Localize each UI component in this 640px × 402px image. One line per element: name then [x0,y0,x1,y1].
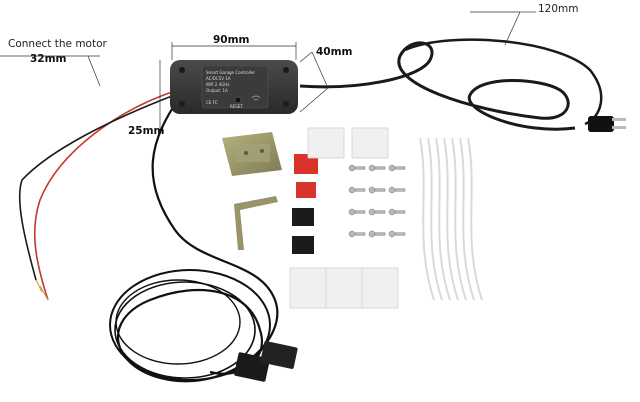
screw-shaft [354,210,366,214]
power-plug [588,116,626,132]
screw-head [388,208,396,216]
screw-shaft [394,210,406,214]
screw-head [388,230,396,238]
screw-head [388,164,396,172]
screw-shaft [374,232,386,236]
black-block [292,208,314,226]
label-depth: 40mm [316,46,353,58]
magnetic-sensor [234,341,298,382]
screw-shaft [394,188,406,192]
reset-label: RESET [230,104,243,109]
screw-shaft [374,210,386,214]
foam-pads [289,127,399,309]
cable-tie [467,137,483,301]
label-width: 90mm [213,34,250,46]
device-line2: Wifi 2.4GHz [206,82,229,87]
label-cord-length: 120mm [538,3,579,15]
power-cord [299,41,576,131]
cable-tie [451,137,467,301]
screw-shaft [354,232,366,236]
screws [348,164,406,238]
metal-clamp [222,132,282,176]
l-bracket [234,196,278,250]
wifi-icon [251,95,261,101]
sensor-cable [117,99,279,383]
cable-tie [443,137,459,301]
screw-shaft [354,188,366,192]
screw-head [388,186,396,194]
dimension-lines [0,11,536,128]
screw-head [368,186,376,194]
red-switch [296,182,316,198]
screw-shaft [394,232,406,236]
black-block [292,236,314,254]
screw-shaft [394,166,406,170]
screw-head [368,230,376,238]
label-wire-length: 32mm [30,53,67,65]
wire-black [18,95,173,281]
label-height: 25mm [128,125,165,137]
screw-head [348,230,356,238]
reset-button-icon [234,96,242,104]
controller-box: Smart Garage Controller AC/DC5V 1A Wifi … [170,60,298,114]
screw-shaft [374,166,386,170]
screw-head [348,186,356,194]
cable-tie [427,137,443,301]
device-line1: AC/DC5V 1A [206,76,231,81]
screw-shaft [354,166,366,170]
cable-tie [459,137,475,301]
screw-head [368,208,376,216]
screw-head [348,164,356,172]
screw-head [348,208,356,216]
device-ce: CE FC [206,100,218,105]
screw-shaft [374,188,386,192]
red-button [294,154,318,174]
screw-head [368,164,376,172]
cable-tie [435,137,451,301]
wire-red [33,91,173,301]
device-line3: Output: 1A [206,88,228,93]
device-title: Smart Garage Controller [206,70,255,75]
cable-tie [419,137,435,301]
cable-ties [419,137,483,301]
label-connect-motor: Connect the motor [8,38,108,50]
